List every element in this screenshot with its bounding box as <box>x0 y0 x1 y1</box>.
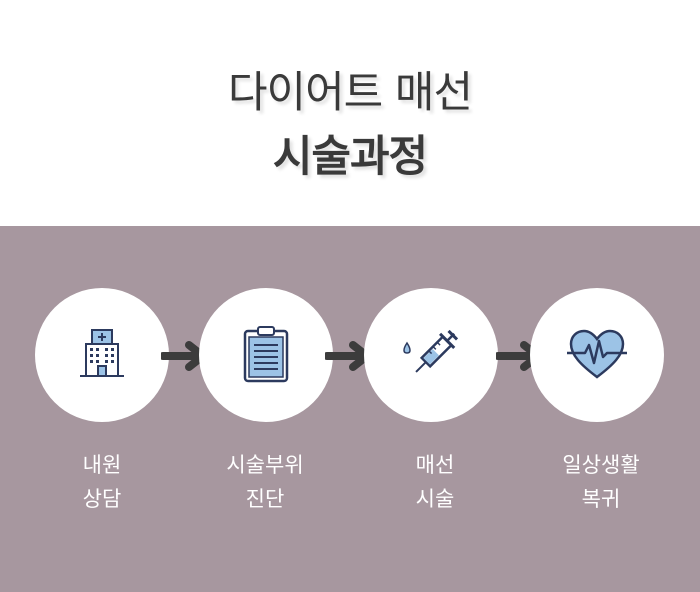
step-4-label-line2: 복귀 <box>581 487 621 511</box>
step-2-label-line1: 시술부위 <box>226 453 304 477</box>
page-title-line1: 다이어트 매선 <box>227 68 473 118</box>
header-section: 다이어트 매선 시술과정 <box>0 0 700 226</box>
step-1-label-line2: 상담 <box>82 487 122 511</box>
heartbeat-icon <box>567 329 627 379</box>
step-3-label-line1: 매선 <box>415 453 455 477</box>
step-3-label-line2: 시술 <box>415 487 455 511</box>
page-title-line2: 시술과정 <box>272 132 428 182</box>
step-2-label-line2: 진단 <box>245 487 285 511</box>
clipboard-icon <box>243 326 289 383</box>
step-2-circle <box>199 288 333 422</box>
step-3-label: 매선 시술 <box>360 448 510 516</box>
step-4-label: 일상생활 복귀 <box>526 448 676 516</box>
step-4-label-line1: 일상생활 <box>562 453 640 477</box>
hospital-icon <box>80 329 124 377</box>
step-1-label-line1: 내원 <box>82 453 122 477</box>
step-1-label: 내원 상담 <box>27 448 177 516</box>
step-1-circle <box>35 288 169 422</box>
step-3-circle <box>364 288 498 422</box>
syringe-icon <box>403 329 459 373</box>
step-4-circle <box>530 288 664 422</box>
step-2-label: 시술부위 진단 <box>190 448 340 516</box>
